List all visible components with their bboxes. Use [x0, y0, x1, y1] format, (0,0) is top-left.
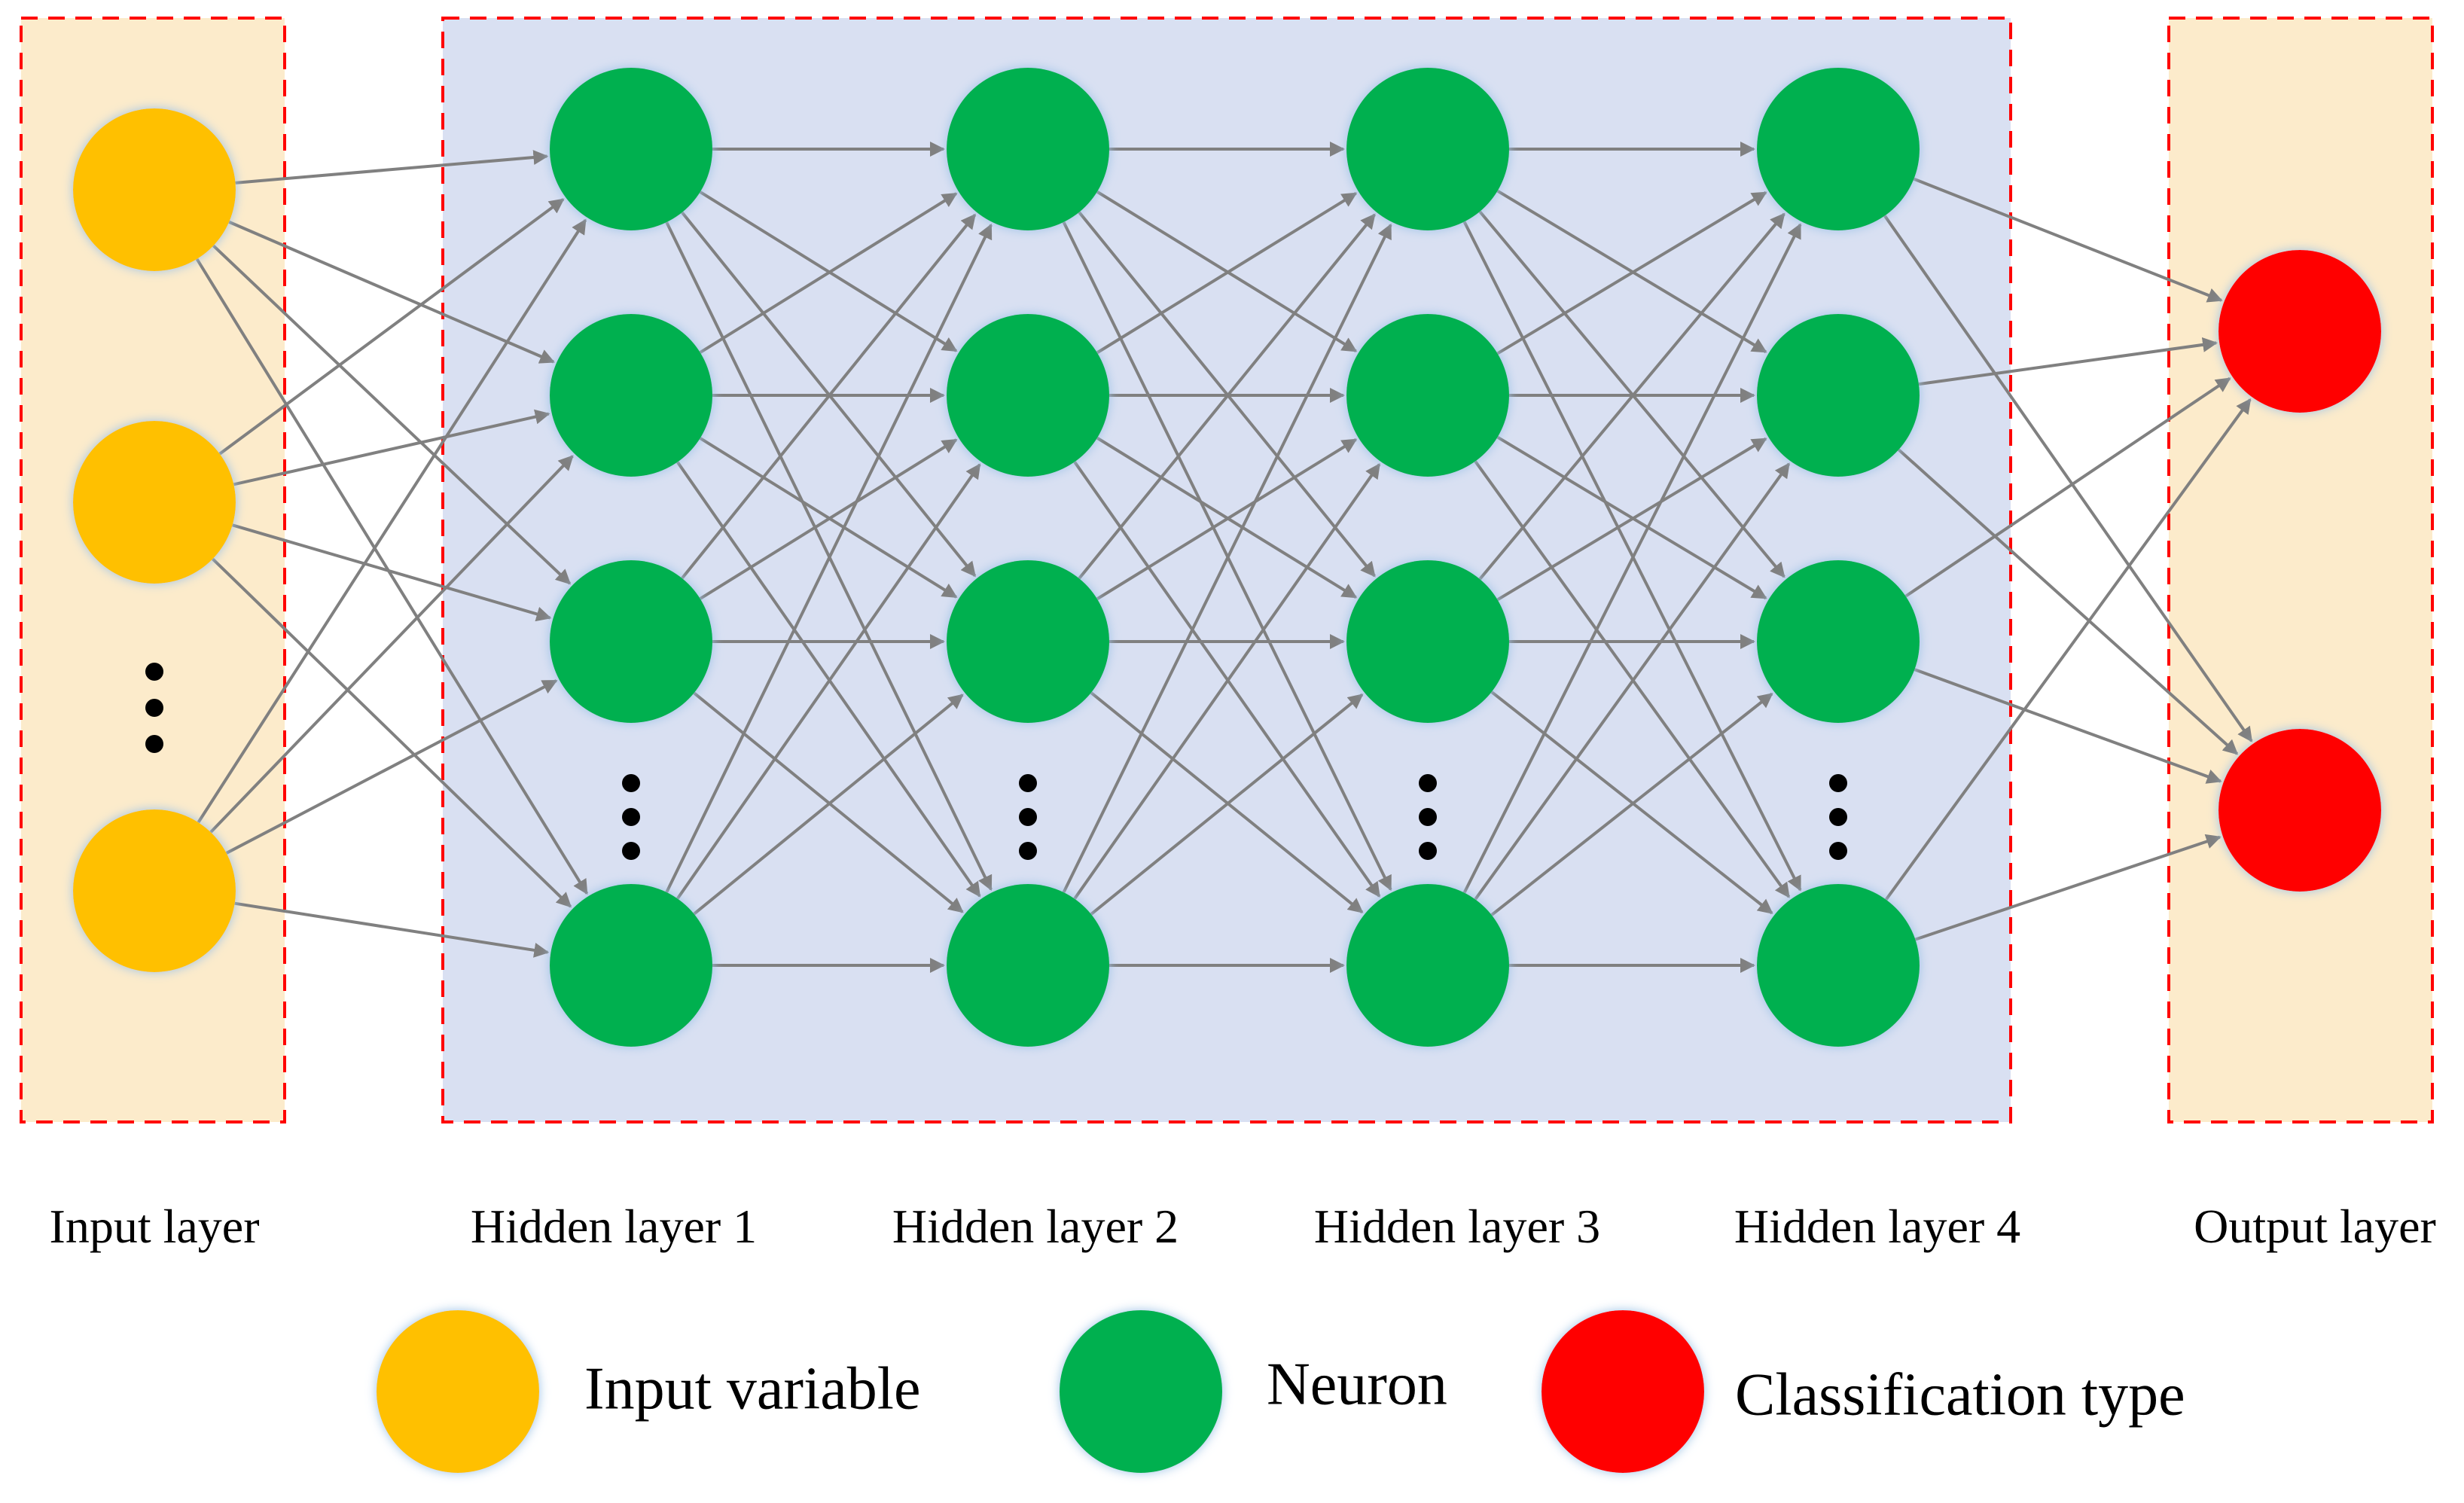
hidden4-ellipsis-dot-3 — [1829, 842, 1847, 860]
hidden1-node-2 — [550, 314, 712, 477]
connection-input-2-to-hidden1-0 — [197, 218, 587, 824]
connection-hidden1-1-to-hidden2-0 — [699, 192, 958, 354]
hidden3-node-2 — [1346, 314, 1509, 477]
layer-label-hidden3: Hidden layer 3 — [1314, 1200, 1600, 1253]
connection-input-2-to-hidden1-3 — [234, 901, 550, 958]
connections — [195, 142, 2253, 973]
legend-input-swatch — [377, 1310, 539, 1473]
hidden1-node-4 — [550, 884, 712, 1047]
connection-hidden2-1-to-hidden3-0 — [1096, 192, 1358, 355]
output-layer-panel — [2167, 17, 2434, 1123]
output-node-1 — [2219, 250, 2381, 413]
hidden3-node-3 — [1346, 560, 1509, 723]
connection-hidden2-3-to-hidden3-1 — [1073, 463, 1381, 900]
connection-hidden4-1-to-output-1 — [1897, 448, 2239, 755]
connection-hidden1-3-to-hidden2-2 — [693, 694, 964, 916]
hidden4-node-3 — [1757, 560, 1920, 723]
legend-output-label: Classification type — [1735, 1361, 2185, 1428]
input-node-2 — [73, 421, 236, 584]
hidden4-node-2 — [1757, 314, 1920, 477]
hidden3-ellipsis-dot-3 — [1419, 842, 1437, 860]
input-ellipsis-dot-3 — [145, 735, 163, 753]
legend-neuron-swatch — [1060, 1310, 1222, 1473]
layer-label-output: Output layer — [2194, 1200, 2436, 1253]
connection-hidden4-2-to-output-1 — [1914, 668, 2222, 784]
ellipsis-dots — [145, 663, 1847, 860]
connection-hidden2-2-to-hidden3-1 — [1096, 438, 1358, 601]
connection-hidden4-2-to-output-0 — [1904, 377, 2231, 598]
hidden4-ellipsis-dot-2 — [1829, 808, 1847, 826]
input-node-3 — [73, 809, 236, 972]
hidden4-node-4 — [1757, 884, 1920, 1047]
layer-label-hidden1: Hidden layer 1 — [471, 1200, 757, 1253]
hidden2-ellipsis-dot-3 — [1019, 842, 1037, 860]
connection-input-0-to-hidden1-3 — [195, 258, 589, 895]
legend-output-swatch — [1542, 1310, 1704, 1473]
hidden3-ellipsis-dot-2 — [1419, 808, 1437, 826]
input-node-1 — [73, 108, 236, 271]
connection-hidden4-1-to-output-0 — [1918, 337, 2219, 386]
hidden2-node-4 — [947, 884, 1109, 1047]
connection-input-0-to-hidden1-1 — [228, 220, 555, 364]
input-ellipsis-dot-1 — [145, 663, 163, 681]
connection-hidden3-2-to-hidden4-0 — [1478, 212, 1785, 581]
connection-hidden1-3-to-hidden2-0 — [665, 223, 993, 893]
connection-hidden3-1-to-hidden4-0 — [1496, 191, 1767, 355]
hidden1-ellipsis-dot-2 — [622, 808, 640, 826]
hidden3-node-4 — [1346, 884, 1509, 1047]
connection-hidden4-0-to-output-0 — [1913, 177, 2223, 303]
connection-hidden1-2-to-hidden2-0 — [681, 213, 977, 580]
connection-hidden4-3-to-output-0 — [1884, 398, 2252, 901]
connection-input-2-to-hidden1-2 — [225, 679, 558, 855]
hidden4-node-1 — [1757, 68, 1920, 230]
connection-input-1-to-hidden1-3 — [212, 557, 572, 908]
connection-hidden2-3-to-hidden3-0 — [1062, 223, 1392, 893]
hidden1-node-1 — [550, 68, 712, 230]
hidden4-ellipsis-dot-1 — [1829, 774, 1847, 792]
connection-hidden2-2-to-hidden3-0 — [1078, 213, 1376, 580]
hidden2-ellipsis-dot-1 — [1019, 774, 1037, 792]
legend-neuron-label: Neuron — [1267, 1351, 1447, 1417]
connection-hidden1-3-to-hidden2-1 — [676, 463, 981, 900]
connection-input-1-to-hidden1-1 — [233, 409, 550, 486]
connection-hidden3-3-to-hidden4-2 — [1490, 692, 1773, 916]
connection-hidden4-3-to-output-1 — [1914, 834, 2222, 941]
hidden2-node-2 — [947, 314, 1109, 477]
input-ellipsis-dot-2 — [145, 699, 163, 717]
hidden3-node-1 — [1346, 68, 1509, 230]
connection-hidden2-3-to-hidden3-2 — [1090, 693, 1364, 916]
connection-input-0-to-hidden1-0 — [235, 150, 549, 184]
legend-input-label: Input variable — [584, 1355, 920, 1422]
hidden1-ellipsis-dot-3 — [622, 842, 640, 860]
hidden2-node-1 — [947, 68, 1109, 230]
layer-label-hidden2: Hidden layer 2 — [892, 1200, 1179, 1253]
hidden3-ellipsis-dot-1 — [1419, 774, 1437, 792]
connection-hidden3-2-to-hidden4-1 — [1496, 437, 1767, 602]
connection-input-0-to-hidden1-2 — [212, 244, 572, 585]
connection-input-1-to-hidden1-0 — [218, 198, 565, 456]
connection-input-1-to-hidden1-2 — [232, 523, 552, 622]
legend: Input variable Neuron Classification typ… — [377, 1310, 2185, 1473]
connection-hidden1-2-to-hidden2-1 — [699, 438, 958, 600]
connection-hidden3-3-to-hidden4-0 — [1462, 223, 1802, 894]
connection-input-2-to-hidden1-1 — [209, 455, 574, 834]
nodes — [73, 68, 2381, 1047]
layer-label-input: Input layer — [50, 1200, 260, 1253]
connection-hidden3-3-to-hidden4-1 — [1474, 462, 1791, 901]
hidden1-ellipsis-dot-1 — [622, 774, 640, 792]
connection-hidden4-0-to-output-1 — [1883, 215, 2253, 742]
hidden2-node-3 — [947, 560, 1109, 723]
hidden1-node-3 — [550, 560, 712, 723]
layer-label-hidden4: Hidden layer 4 — [1734, 1200, 2020, 1253]
output-node-2 — [2219, 729, 2381, 892]
hidden2-ellipsis-dot-2 — [1019, 808, 1037, 826]
